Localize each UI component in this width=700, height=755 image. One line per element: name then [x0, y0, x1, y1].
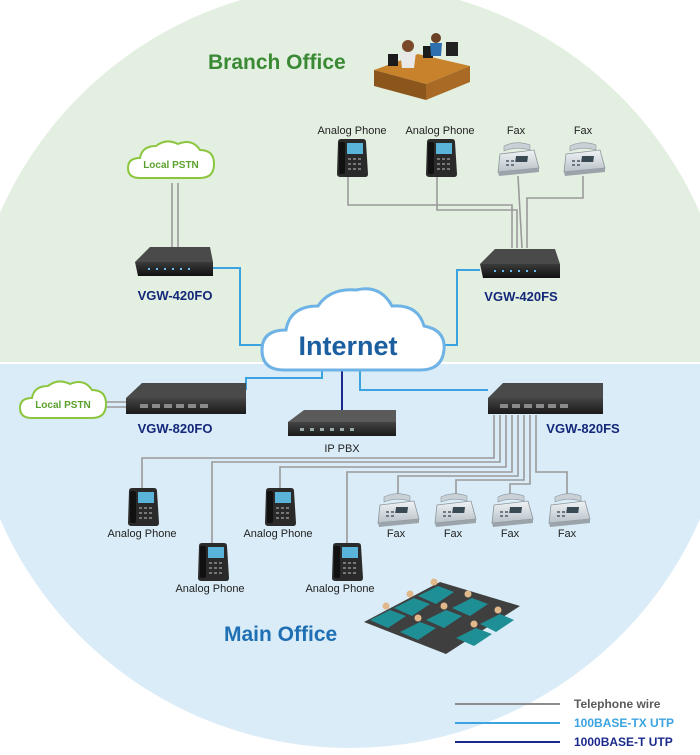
main-analog-phone-3-icon — [265, 488, 296, 526]
main-analog-phone-4-label: Analog Phone — [305, 583, 374, 595]
telephone-wires — [98, 175, 584, 548]
branch-analog-phone-1-label: Analog Phone — [317, 125, 386, 137]
legend-100base-label: 100BASE-TX UTP — [574, 716, 674, 730]
internet-label: Internet — [298, 331, 397, 361]
legend-1000base-label: 1000BASE-T UTP — [574, 735, 673, 749]
ip-pbx-device — [288, 410, 396, 436]
main-fax-3-label: Fax — [501, 528, 520, 540]
main-pstn-label: Local PSTN — [35, 400, 91, 411]
vgw-820fo-label: VGW-820FO — [138, 421, 213, 436]
main-fax-1-label: Fax — [387, 528, 406, 540]
vgw-420fs-label: VGW-420FS — [484, 289, 558, 304]
vgw-420fo-label: VGW-420FO — [138, 288, 213, 303]
main-analog-phone-1-label: Analog Phone — [107, 528, 176, 540]
main-analog-phone-2-icon — [198, 543, 229, 581]
main-analog-phone-1-icon — [128, 488, 159, 526]
branch-analog-phone-2-label: Analog Phone — [405, 125, 474, 137]
main-fax-2-label: Fax — [444, 528, 463, 540]
branch-analog-phone-1-icon — [337, 139, 368, 177]
main-analog-phone-4-icon — [332, 543, 363, 581]
branch-office-title: Branch Office — [208, 51, 346, 74]
main-office-illustration — [364, 578, 520, 654]
branch-analog-phone-2-icon — [426, 139, 457, 177]
vgw-420fs-device — [480, 249, 560, 278]
branch-fax-1-label: Fax — [507, 125, 526, 137]
branch-pstn-label: Local PSTN — [143, 160, 199, 171]
branch-local-pstn-cloud: Local PSTN — [126, 140, 216, 179]
main-office-title: Main Office — [224, 623, 337, 646]
vgw-820fs-device — [488, 383, 603, 414]
internet-cloud: Internet — [260, 287, 446, 372]
vgw-820fs-label: VGW-820FS — [546, 421, 620, 436]
main-local-pstn-cloud: Local PSTN — [18, 380, 108, 419]
legend: Telephone wire 100BASE-TX UTP 1000BASE-T… — [455, 697, 674, 749]
legend-telephone-wire-label: Telephone wire — [574, 697, 661, 711]
main-fax-4-label: Fax — [558, 528, 577, 540]
main-analog-phone-3-label: Analog Phone — [243, 528, 312, 540]
branch-office-illustration — [374, 33, 470, 100]
main-analog-phone-2-label: Analog Phone — [175, 583, 244, 595]
ip-pbx-label: IP PBX — [324, 443, 360, 455]
branch-fax-2-label: Fax — [574, 125, 593, 137]
vgw-820fo-device — [126, 383, 246, 414]
vgw-420fo-device — [135, 247, 213, 276]
